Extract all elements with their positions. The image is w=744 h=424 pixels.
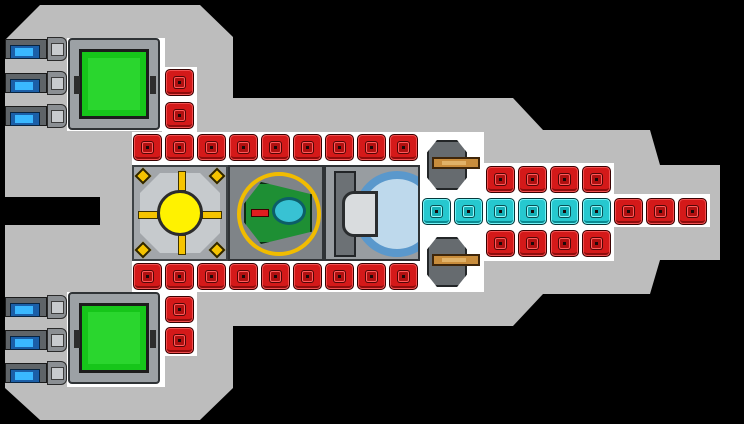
alert-tile[interactable]: [165, 263, 194, 290]
cockpit-room[interactable]: [228, 165, 324, 261]
battery-icon: [5, 295, 67, 319]
alert-tile[interactable]: [646, 198, 675, 225]
engine-panel-icon: [79, 303, 149, 373]
alert-tile[interactable]: [133, 263, 162, 290]
weapon-icon: [432, 254, 480, 266]
alert-tile[interactable]: [389, 263, 418, 290]
alert-tile[interactable]: [518, 230, 547, 257]
alert-tile[interactable]: [165, 69, 194, 96]
alert-tile[interactable]: [357, 263, 386, 290]
alert-tile[interactable]: [486, 230, 515, 257]
energy-tile[interactable]: [518, 198, 547, 225]
top-engine-room[interactable]: [68, 38, 160, 130]
alert-tile[interactable]: [389, 134, 418, 161]
bottom-engine-room[interactable]: [68, 292, 160, 384]
alert-tile[interactable]: [165, 296, 194, 323]
battery-icon: [5, 104, 67, 128]
alert-tile[interactable]: [486, 166, 515, 193]
energy-tile[interactable]: [422, 198, 451, 225]
alert-tile[interactable]: [582, 230, 611, 257]
alert-tile[interactable]: [550, 166, 579, 193]
lower-weapon-mount[interactable]: [423, 233, 483, 293]
alert-tile[interactable]: [165, 327, 194, 354]
energy-tile[interactable]: [486, 198, 515, 225]
energy-tile[interactable]: [582, 198, 611, 225]
alert-tile[interactable]: [678, 198, 707, 225]
alert-tile[interactable]: [229, 134, 258, 161]
alert-tile[interactable]: [197, 134, 226, 161]
alert-tile[interactable]: [614, 198, 643, 225]
alert-tile[interactable]: [133, 134, 162, 161]
alert-tile[interactable]: [261, 263, 290, 290]
reactor-core-icon: [157, 190, 203, 236]
alert-tile[interactable]: [582, 166, 611, 193]
alert-tile[interactable]: [165, 102, 194, 129]
medbay-room[interactable]: [324, 165, 420, 261]
alert-tile[interactable]: [357, 134, 386, 161]
battery-icon: [5, 37, 67, 61]
alert-tile[interactable]: [325, 263, 354, 290]
energy-tile[interactable]: [454, 198, 483, 225]
battery-icon: [5, 328, 67, 352]
weapon-icon: [432, 157, 480, 169]
alert-tile[interactable]: [229, 263, 258, 290]
energy-tile[interactable]: [550, 198, 579, 225]
reactor-room[interactable]: [132, 165, 228, 261]
alert-tile[interactable]: [197, 263, 226, 290]
pilot-console-icon: [244, 182, 312, 244]
alert-tile[interactable]: [293, 263, 322, 290]
upper-weapon-mount[interactable]: [423, 136, 483, 196]
alert-tile[interactable]: [261, 134, 290, 161]
engine-panel-icon: [79, 49, 149, 119]
battery-icon: [5, 71, 67, 95]
alert-tile[interactable]: [293, 134, 322, 161]
alert-tile[interactable]: [550, 230, 579, 257]
alert-tile[interactable]: [325, 134, 354, 161]
alert-tile[interactable]: [165, 134, 194, 161]
battery-icon: [5, 361, 67, 385]
alert-tile[interactable]: [518, 166, 547, 193]
